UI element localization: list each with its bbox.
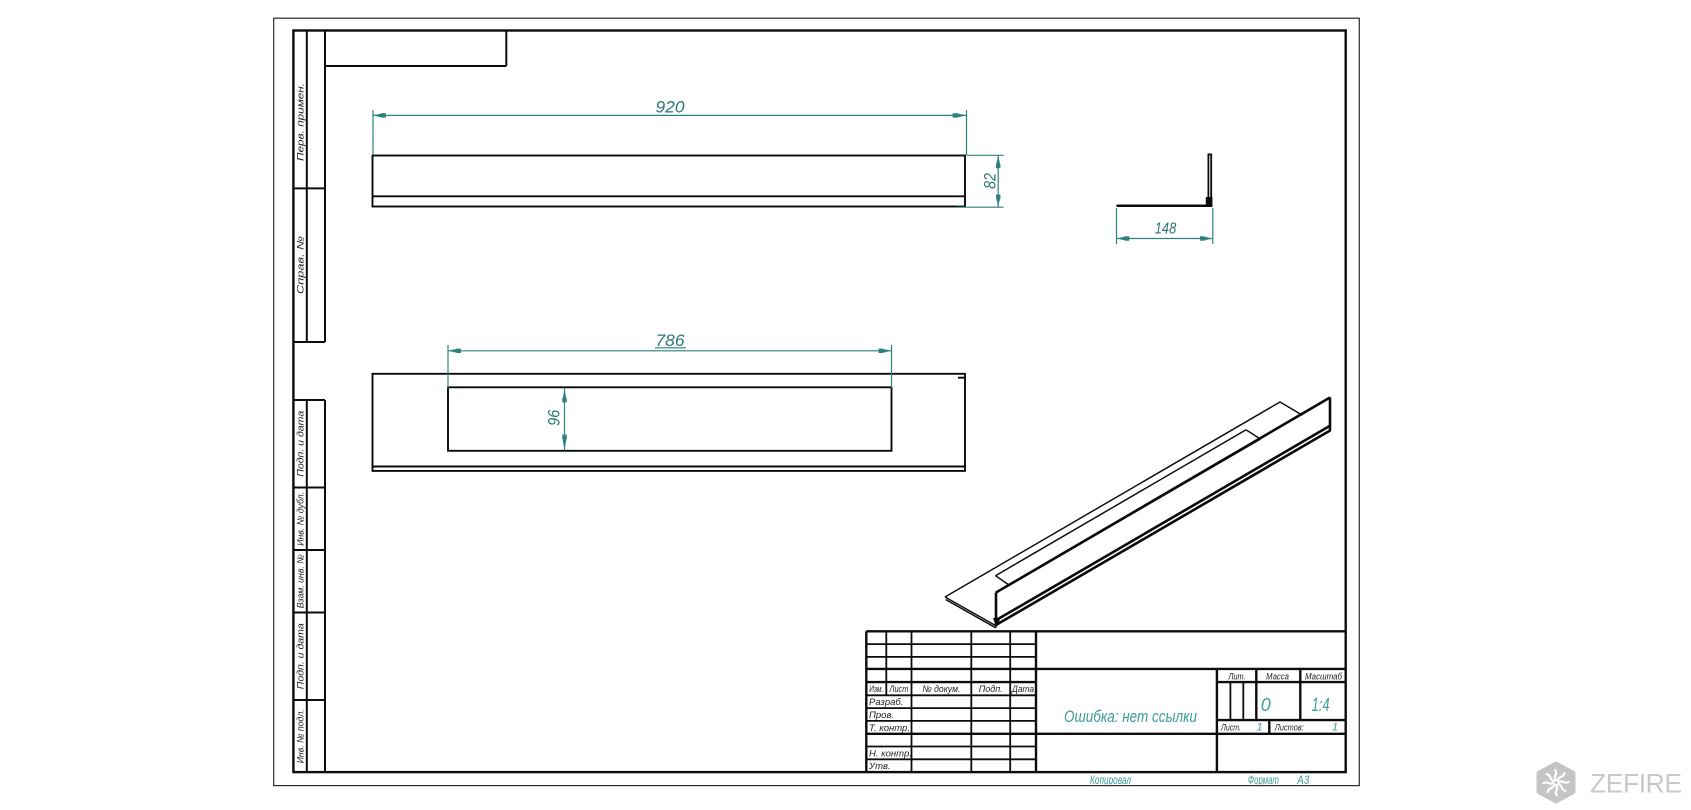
svg-text:Взам. инв. №: Взам. инв. №	[296, 554, 307, 608]
svg-text:786: 786	[656, 331, 686, 350]
svg-text:Изм.: Изм.	[869, 684, 883, 695]
svg-text:Перв. примен.: Перв. примен.	[296, 83, 307, 161]
svg-text:Подп.: Подп.	[979, 684, 1003, 695]
svg-text:№ докум.: № докум.	[922, 684, 960, 695]
svg-text:Т. контр.: Т. контр.	[869, 723, 910, 734]
svg-text:Утв.: Утв.	[868, 761, 891, 772]
svg-text:Копировал: Копировал	[1090, 773, 1131, 787]
svg-text:Лист.: Лист.	[1220, 723, 1241, 734]
svg-text:Подп. и дата: Подп. и дата	[296, 623, 307, 689]
svg-text:Листов:: Листов:	[1274, 723, 1304, 734]
svg-text:1:4: 1:4	[1312, 695, 1330, 715]
svg-text:920: 920	[656, 98, 686, 117]
svg-text:Инв. № дубл.: Инв. № дубл.	[296, 492, 307, 546]
svg-text:ZEFIRE: ZEFIRE	[1590, 769, 1686, 799]
svg-text:А3: А3	[1296, 773, 1309, 787]
svg-text:Лит.: Лит.	[1228, 671, 1246, 682]
svg-text:1: 1	[1256, 722, 1262, 734]
svg-text:148: 148	[1155, 221, 1177, 238]
svg-text:Пров.: Пров.	[869, 710, 894, 721]
svg-text:Ошибка: нет ссылки: Ошибка: нет ссылки	[1064, 707, 1197, 726]
svg-text:Лист: Лист	[889, 684, 909, 695]
svg-text:Дата: Дата	[1011, 684, 1034, 695]
svg-text:Инв. № подл.: Инв. № подл.	[296, 709, 307, 763]
svg-text:Разраб.: Разраб.	[869, 697, 903, 708]
svg-text:Масса: Масса	[1266, 671, 1289, 682]
svg-text:82: 82	[981, 173, 1000, 189]
svg-text:Подп. и дата: Подп. и дата	[296, 411, 307, 477]
svg-text:Масштаб: Масштаб	[1305, 671, 1343, 682]
svg-text:1: 1	[1332, 722, 1338, 734]
svg-text:Н. контр.: Н. контр.	[869, 748, 912, 759]
svg-text:Формат: Формат	[1248, 773, 1279, 787]
svg-text:0: 0	[1261, 695, 1271, 715]
svg-text:96: 96	[545, 409, 564, 425]
svg-text:Справ. №: Справ. №	[296, 236, 307, 294]
